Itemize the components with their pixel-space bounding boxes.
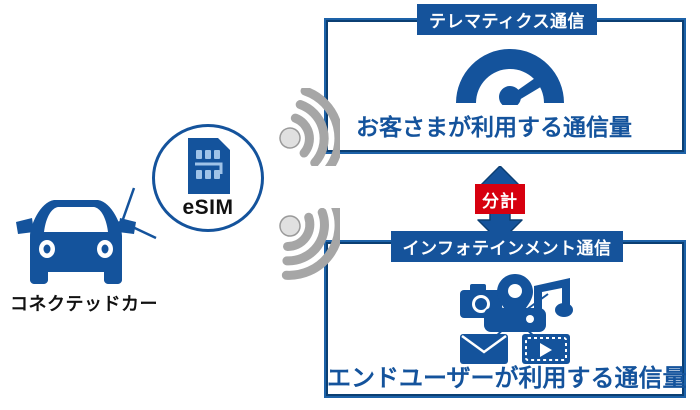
connected-car-label: コネクテッドカー [10, 294, 158, 314]
infotainment-hub-icon [452, 272, 578, 369]
sim-card-icon [188, 138, 230, 199]
video-player-icon [522, 334, 570, 364]
esim-circle-outline [152, 124, 264, 232]
wifi-signal-icon-telematics [278, 86, 344, 177]
infotainment-section-badge: インフォテインメント通信 [391, 231, 623, 262]
esim-callout-bubble: eSIM [152, 124, 268, 236]
telematics-caption: お客さまが利用する通信量 [356, 114, 632, 140]
infotainment-caption: エンドユーザーが利用する通信量 [327, 365, 687, 392]
media-hub-icon [484, 308, 546, 332]
split-billing-indicator: 分計 [467, 166, 533, 242]
speedometer-gauge-icon [452, 45, 568, 110]
wifi-signal-icon-infotainment [278, 202, 344, 291]
split-badge-label: 分計 [475, 184, 525, 214]
telematics-section-badge: テレマティクス通信 [417, 4, 597, 35]
envelope-icon [460, 334, 508, 364]
car-front-icon [14, 196, 138, 289]
esim-label: eSIM [182, 196, 234, 219]
